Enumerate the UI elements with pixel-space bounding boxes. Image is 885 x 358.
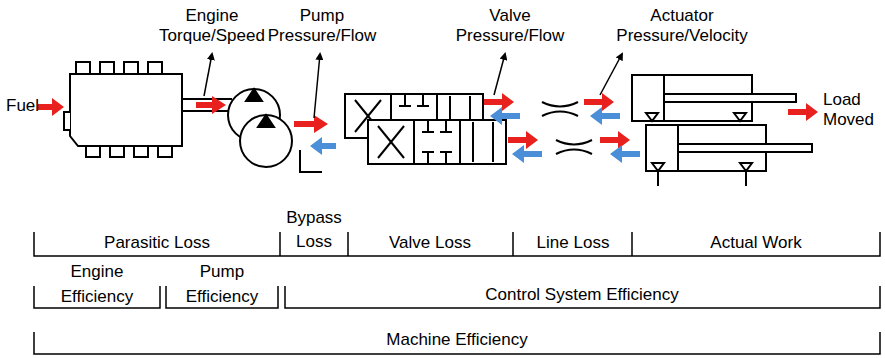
flow-label: Pump Pressure/Flow <box>263 6 381 46</box>
engine-symbol <box>64 62 182 157</box>
efficiency-label: Pump Efficiency <box>167 259 277 309</box>
valve-symbol <box>345 94 506 164</box>
power-arrow <box>38 93 818 149</box>
efficiency-label: Machine Efficiency <box>337 329 577 351</box>
flow-label: Actuator Pressure/Velocity <box>606 6 758 46</box>
loss-label: Line Loss <box>515 232 631 254</box>
cylinder-symbol <box>632 75 812 186</box>
loss-label: Valve Loss <box>350 232 510 254</box>
output-label: Load Moved <box>823 90 883 130</box>
input-label: Fuel <box>6 96 46 116</box>
tank-symbol <box>300 150 322 172</box>
efficiency-label: Engine Efficiency <box>37 259 157 309</box>
loss-label: Bypass Loss <box>281 206 347 254</box>
loss-label: Parasitic Loss <box>47 232 267 254</box>
pump-symbol <box>228 89 292 167</box>
efficiency-label: Control System Efficiency <box>442 284 722 306</box>
flow-label: Valve Pressure/Flow <box>450 6 570 46</box>
bracket <box>34 232 880 354</box>
leader-arrow <box>204 54 622 118</box>
flow-label: Engine Torque/Speed <box>156 6 268 46</box>
orifice-symbol <box>542 102 592 154</box>
return-arrow <box>310 107 640 163</box>
work-label: Actual Work <box>636 232 876 254</box>
